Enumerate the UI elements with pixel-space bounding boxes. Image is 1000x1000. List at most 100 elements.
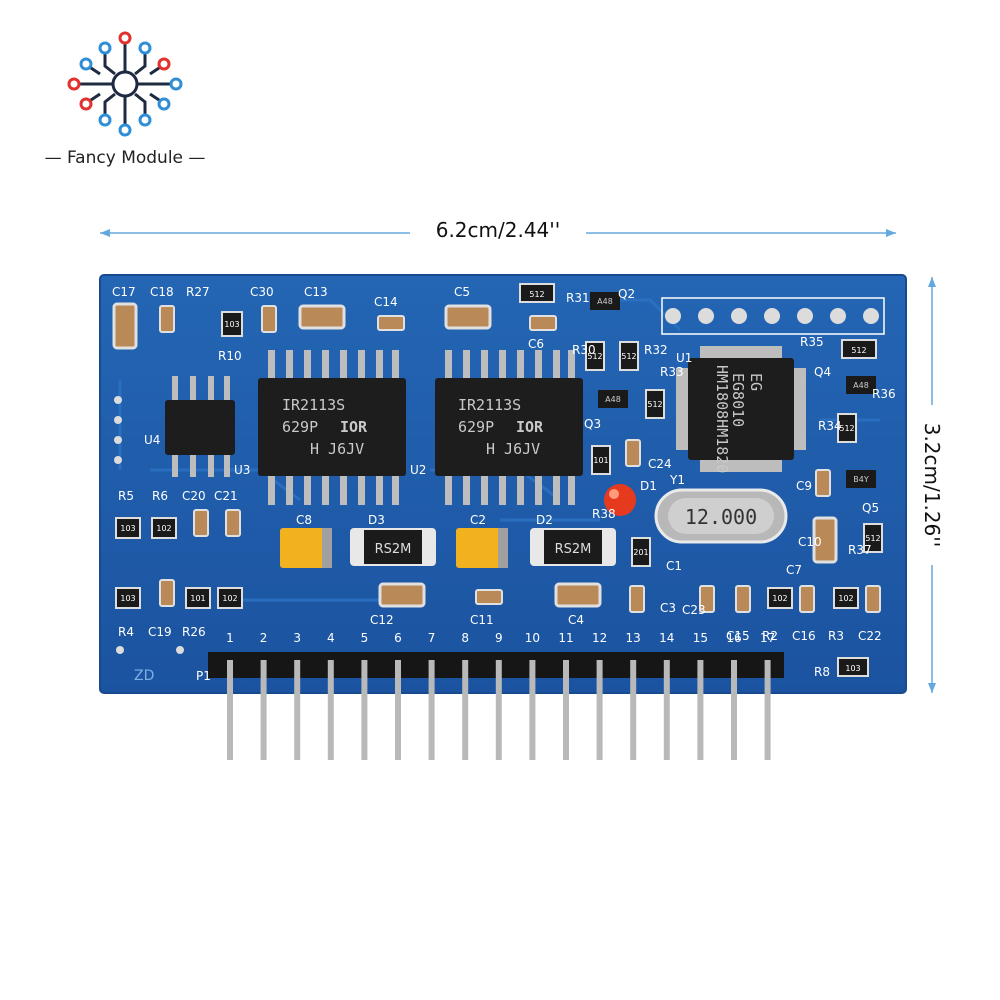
svg-text:Q5: Q5 bbox=[862, 501, 879, 515]
pin-number-label: 9 bbox=[495, 631, 503, 645]
pin-number-label: 7 bbox=[428, 631, 436, 645]
svg-text:R3: R3 bbox=[828, 629, 844, 643]
header-pin bbox=[630, 660, 637, 760]
svg-text:R33: R33 bbox=[660, 365, 684, 379]
svg-text:Q2: Q2 bbox=[618, 287, 635, 301]
svg-text:512: 512 bbox=[647, 400, 662, 409]
svg-text:C8: C8 bbox=[296, 513, 312, 527]
svg-text:102: 102 bbox=[222, 594, 237, 603]
header-pin bbox=[260, 660, 267, 760]
svg-text:C24: C24 bbox=[648, 457, 672, 471]
svg-text:R6: R6 bbox=[152, 489, 168, 503]
svg-text:103: 103 bbox=[120, 524, 135, 533]
svg-text:103: 103 bbox=[120, 594, 135, 603]
width-label: 6.2cm/2.44'' bbox=[435, 218, 561, 242]
svg-text:R37: R37 bbox=[848, 543, 872, 557]
svg-text:U2: U2 bbox=[410, 463, 426, 477]
svg-text:A48: A48 bbox=[853, 381, 869, 390]
svg-text:R36: R36 bbox=[872, 387, 896, 401]
u3-logo: IOR bbox=[340, 418, 368, 436]
pin-number-label: 14 bbox=[659, 631, 674, 645]
svg-text:D2: D2 bbox=[536, 513, 553, 527]
svg-text:103: 103 bbox=[224, 320, 239, 329]
u1-line2: HM1808HM1820 bbox=[713, 365, 731, 473]
pin-number-label: 15 bbox=[693, 631, 708, 645]
brand-logo-icon bbox=[67, 31, 183, 137]
svg-text:C22: C22 bbox=[858, 629, 882, 643]
header-pin bbox=[563, 660, 569, 760]
pin-number-label: 16 bbox=[726, 631, 741, 645]
pin-number-label: 17 bbox=[760, 631, 775, 645]
u1-logo: EG bbox=[747, 373, 765, 391]
svg-text:R38: R38 bbox=[592, 507, 616, 521]
chip-u2: IR2113S 629P IOR H J6JV bbox=[435, 350, 583, 505]
svg-text:102: 102 bbox=[772, 594, 787, 603]
diode-d2: RS2M bbox=[530, 528, 616, 566]
svg-text:C7: C7 bbox=[786, 563, 802, 577]
svg-text:Q3: Q3 bbox=[584, 417, 601, 431]
svg-text:B4Y: B4Y bbox=[853, 475, 869, 484]
svg-text:C4: C4 bbox=[568, 613, 584, 627]
svg-text:C16: C16 bbox=[792, 629, 816, 643]
svg-text:R34: R34 bbox=[818, 419, 842, 433]
u3-line3: H J6JV bbox=[310, 440, 364, 458]
header-pin bbox=[764, 660, 771, 760]
height-dimension-arrow bbox=[928, 277, 936, 693]
svg-text:R35: R35 bbox=[800, 335, 824, 349]
svg-text:R2: R2 bbox=[762, 629, 778, 643]
svg-text:C13: C13 bbox=[304, 285, 328, 299]
pin-number-label: 3 bbox=[293, 631, 301, 645]
svg-text:C14: C14 bbox=[374, 295, 398, 309]
crystal-label: 12.000 bbox=[685, 505, 757, 529]
header-pin bbox=[596, 660, 603, 760]
svg-text:R5: R5 bbox=[118, 489, 134, 503]
svg-text:C6: C6 bbox=[528, 337, 544, 351]
chip-u1: EG EG8010 HM1808HM1820 bbox=[676, 346, 806, 473]
header-pin bbox=[663, 660, 670, 760]
svg-text:R8: R8 bbox=[814, 665, 830, 679]
svg-text:C9: C9 bbox=[796, 479, 812, 493]
header-pads bbox=[661, 297, 885, 335]
pin-number-label: 1 bbox=[226, 631, 234, 645]
svg-text:U4: U4 bbox=[144, 433, 160, 447]
svg-text:RS2M: RS2M bbox=[555, 542, 592, 557]
header-pin bbox=[361, 660, 368, 760]
width-dimension: 6.2cm/2.44'' bbox=[98, 218, 898, 248]
pin-number-label: 10 bbox=[525, 631, 540, 645]
header-pin bbox=[227, 660, 233, 760]
svg-text:R30: R30 bbox=[572, 343, 596, 357]
u2-line2: 629P bbox=[458, 418, 494, 436]
svg-text:102: 102 bbox=[838, 594, 853, 603]
header-pin bbox=[462, 660, 469, 760]
svg-text:C5: C5 bbox=[454, 285, 470, 299]
svg-text:Y1: Y1 bbox=[669, 473, 685, 487]
pin-number-label: 5 bbox=[361, 631, 369, 645]
header-pin bbox=[395, 660, 401, 760]
svg-text:D3: D3 bbox=[368, 513, 385, 527]
u3-line1: IR2113S bbox=[282, 396, 345, 414]
svg-text:R27: R27 bbox=[186, 285, 210, 299]
svg-text:U3: U3 bbox=[234, 463, 250, 477]
svg-text:R32: R32 bbox=[644, 343, 668, 357]
brand-name: — Fancy Module — bbox=[44, 148, 206, 168]
svg-text:U1: U1 bbox=[676, 351, 692, 365]
svg-text:512: 512 bbox=[587, 352, 602, 361]
svg-text:C10: C10 bbox=[798, 535, 822, 549]
svg-text:512: 512 bbox=[529, 290, 544, 299]
pin-number-label: 12 bbox=[592, 631, 607, 645]
pin-number-label: 4 bbox=[327, 631, 335, 645]
pin-number-label: 8 bbox=[461, 631, 469, 645]
svg-text:C12: C12 bbox=[370, 613, 394, 627]
header-pin bbox=[697, 660, 704, 760]
svg-text:C18: C18 bbox=[150, 285, 174, 299]
header-pin bbox=[731, 660, 737, 760]
svg-text:101: 101 bbox=[593, 456, 608, 465]
svg-text:512: 512 bbox=[621, 352, 636, 361]
u2-line3: H J6JV bbox=[486, 440, 540, 458]
svg-text:P1: P1 bbox=[196, 669, 211, 683]
svg-text:C3: C3 bbox=[660, 601, 676, 615]
u1-line1: EG8010 bbox=[729, 373, 747, 427]
svg-text:C23: C23 bbox=[682, 603, 706, 617]
